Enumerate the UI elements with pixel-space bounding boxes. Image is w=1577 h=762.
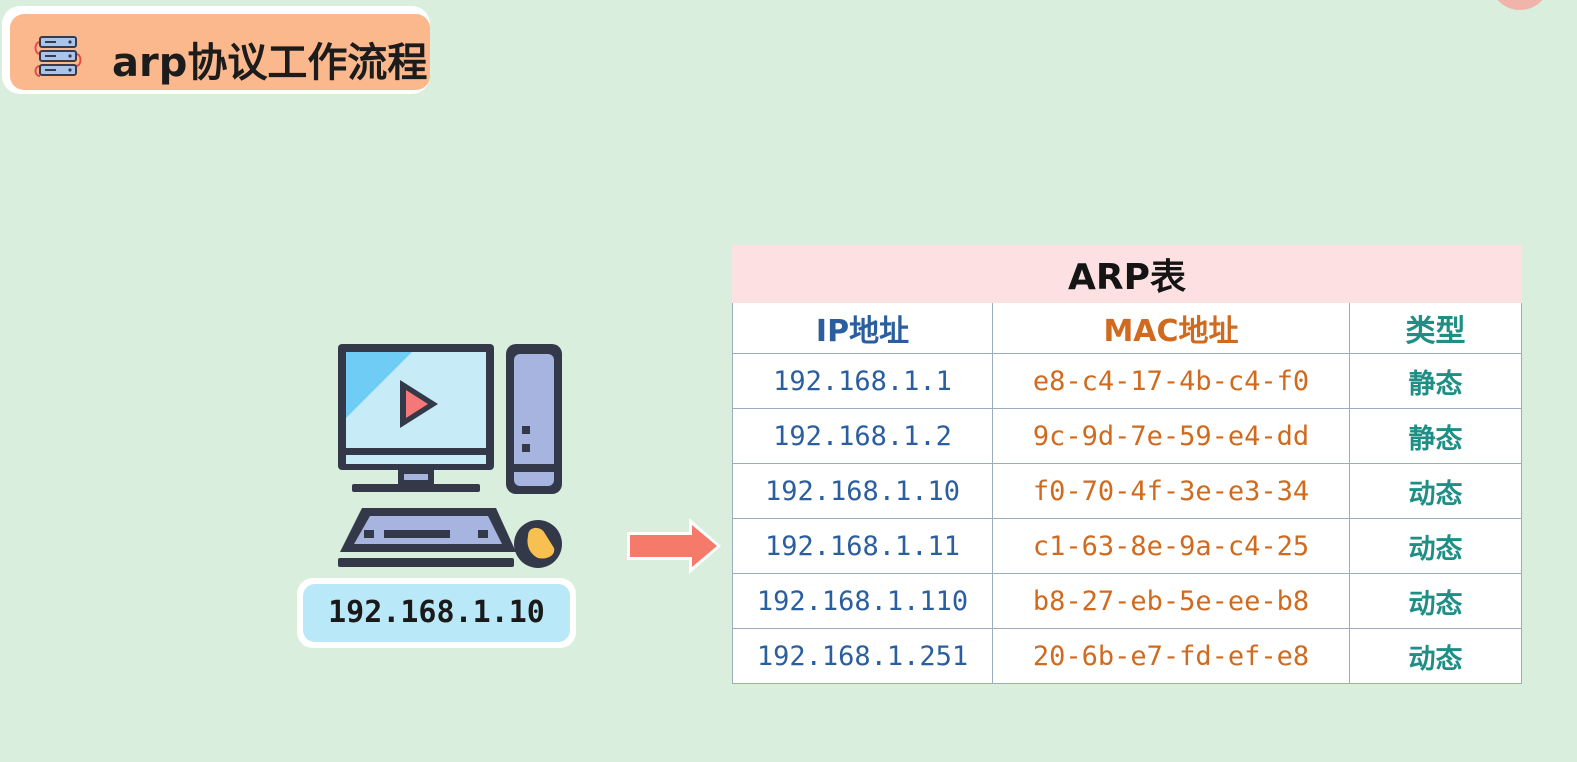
page-title: arp协议工作流程	[112, 40, 428, 86]
cell-type: 静态	[1349, 408, 1522, 464]
arp-table-body: ARP表 IP地址 MAC地址 类型 192.168.1.1 e8-c4-17-…	[732, 245, 1522, 684]
cell-ip: 192.168.1.1	[732, 353, 993, 409]
server-stack-icon	[34, 36, 82, 77]
cell-mac: b8-27-eb-5e-ee-b8	[992, 573, 1350, 629]
right-arrow-icon	[627, 518, 721, 574]
title-badge: arp协议工作流程	[2, 6, 430, 94]
computer-ip-label: 192.168.1.10	[297, 578, 576, 648]
header-mac: MAC地址	[992, 302, 1350, 354]
header-type: 类型	[1349, 302, 1522, 354]
cell-mac: 9c-9d-7e-59-e4-dd	[992, 408, 1350, 464]
arp-table-title: ARP表	[732, 245, 1522, 303]
computer-ip-label-inner: 192.168.1.10	[303, 584, 570, 642]
cell-type: 动态	[1349, 573, 1522, 629]
cell-ip: 192.168.1.2	[732, 408, 993, 464]
table-row: 192.168.1.1 e8-c4-17-4b-c4-f0 静态	[732, 353, 1522, 409]
mouse-icon	[514, 520, 562, 568]
cell-type: 动态	[1349, 463, 1522, 519]
table-row: 192.168.1.251 20-6b-e7-fd-ef-e8 动态	[732, 628, 1522, 684]
table-row: 192.168.1.10 f0-70-4f-3e-e3-34 动态	[732, 463, 1522, 519]
arp-table-title-row: ARP表	[732, 245, 1522, 303]
cell-ip: 192.168.1.110	[732, 573, 993, 629]
cell-ip: 192.168.1.10	[732, 463, 993, 519]
cell-ip: 192.168.1.251	[732, 628, 993, 684]
arp-table-header-row: IP地址 MAC地址 类型	[732, 302, 1522, 354]
cell-type: 动态	[1349, 518, 1522, 574]
cell-mac: f0-70-4f-3e-e3-34	[992, 463, 1350, 519]
cell-mac: e8-c4-17-4b-c4-f0	[992, 353, 1350, 409]
table-row: 192.168.1.11 c1-63-8e-9a-c4-25 动态	[732, 518, 1522, 574]
cell-mac: 20-6b-e7-fd-ef-e8	[992, 628, 1350, 684]
desktop-computer-icon	[338, 344, 562, 568]
table-row: 192.168.1.2 9c-9d-7e-59-e4-dd 静态	[732, 408, 1522, 464]
cell-type: 静态	[1349, 353, 1522, 409]
cell-ip: 192.168.1.11	[732, 518, 993, 574]
corner-decoration	[1490, 0, 1550, 10]
cell-mac: c1-63-8e-9a-c4-25	[992, 518, 1350, 574]
play-icon	[400, 380, 438, 428]
header-ip: IP地址	[732, 302, 993, 354]
arp-table: ARP表 IP地址 MAC地址 类型 192.168.1.1 e8-c4-17-…	[732, 245, 1522, 684]
table-row: 192.168.1.110 b8-27-eb-5e-ee-b8 动态	[732, 573, 1522, 629]
title-badge-inner: arp协议工作流程	[10, 14, 430, 90]
computer-ip-text: 192.168.1.10	[328, 595, 545, 630]
cell-type: 动态	[1349, 628, 1522, 684]
